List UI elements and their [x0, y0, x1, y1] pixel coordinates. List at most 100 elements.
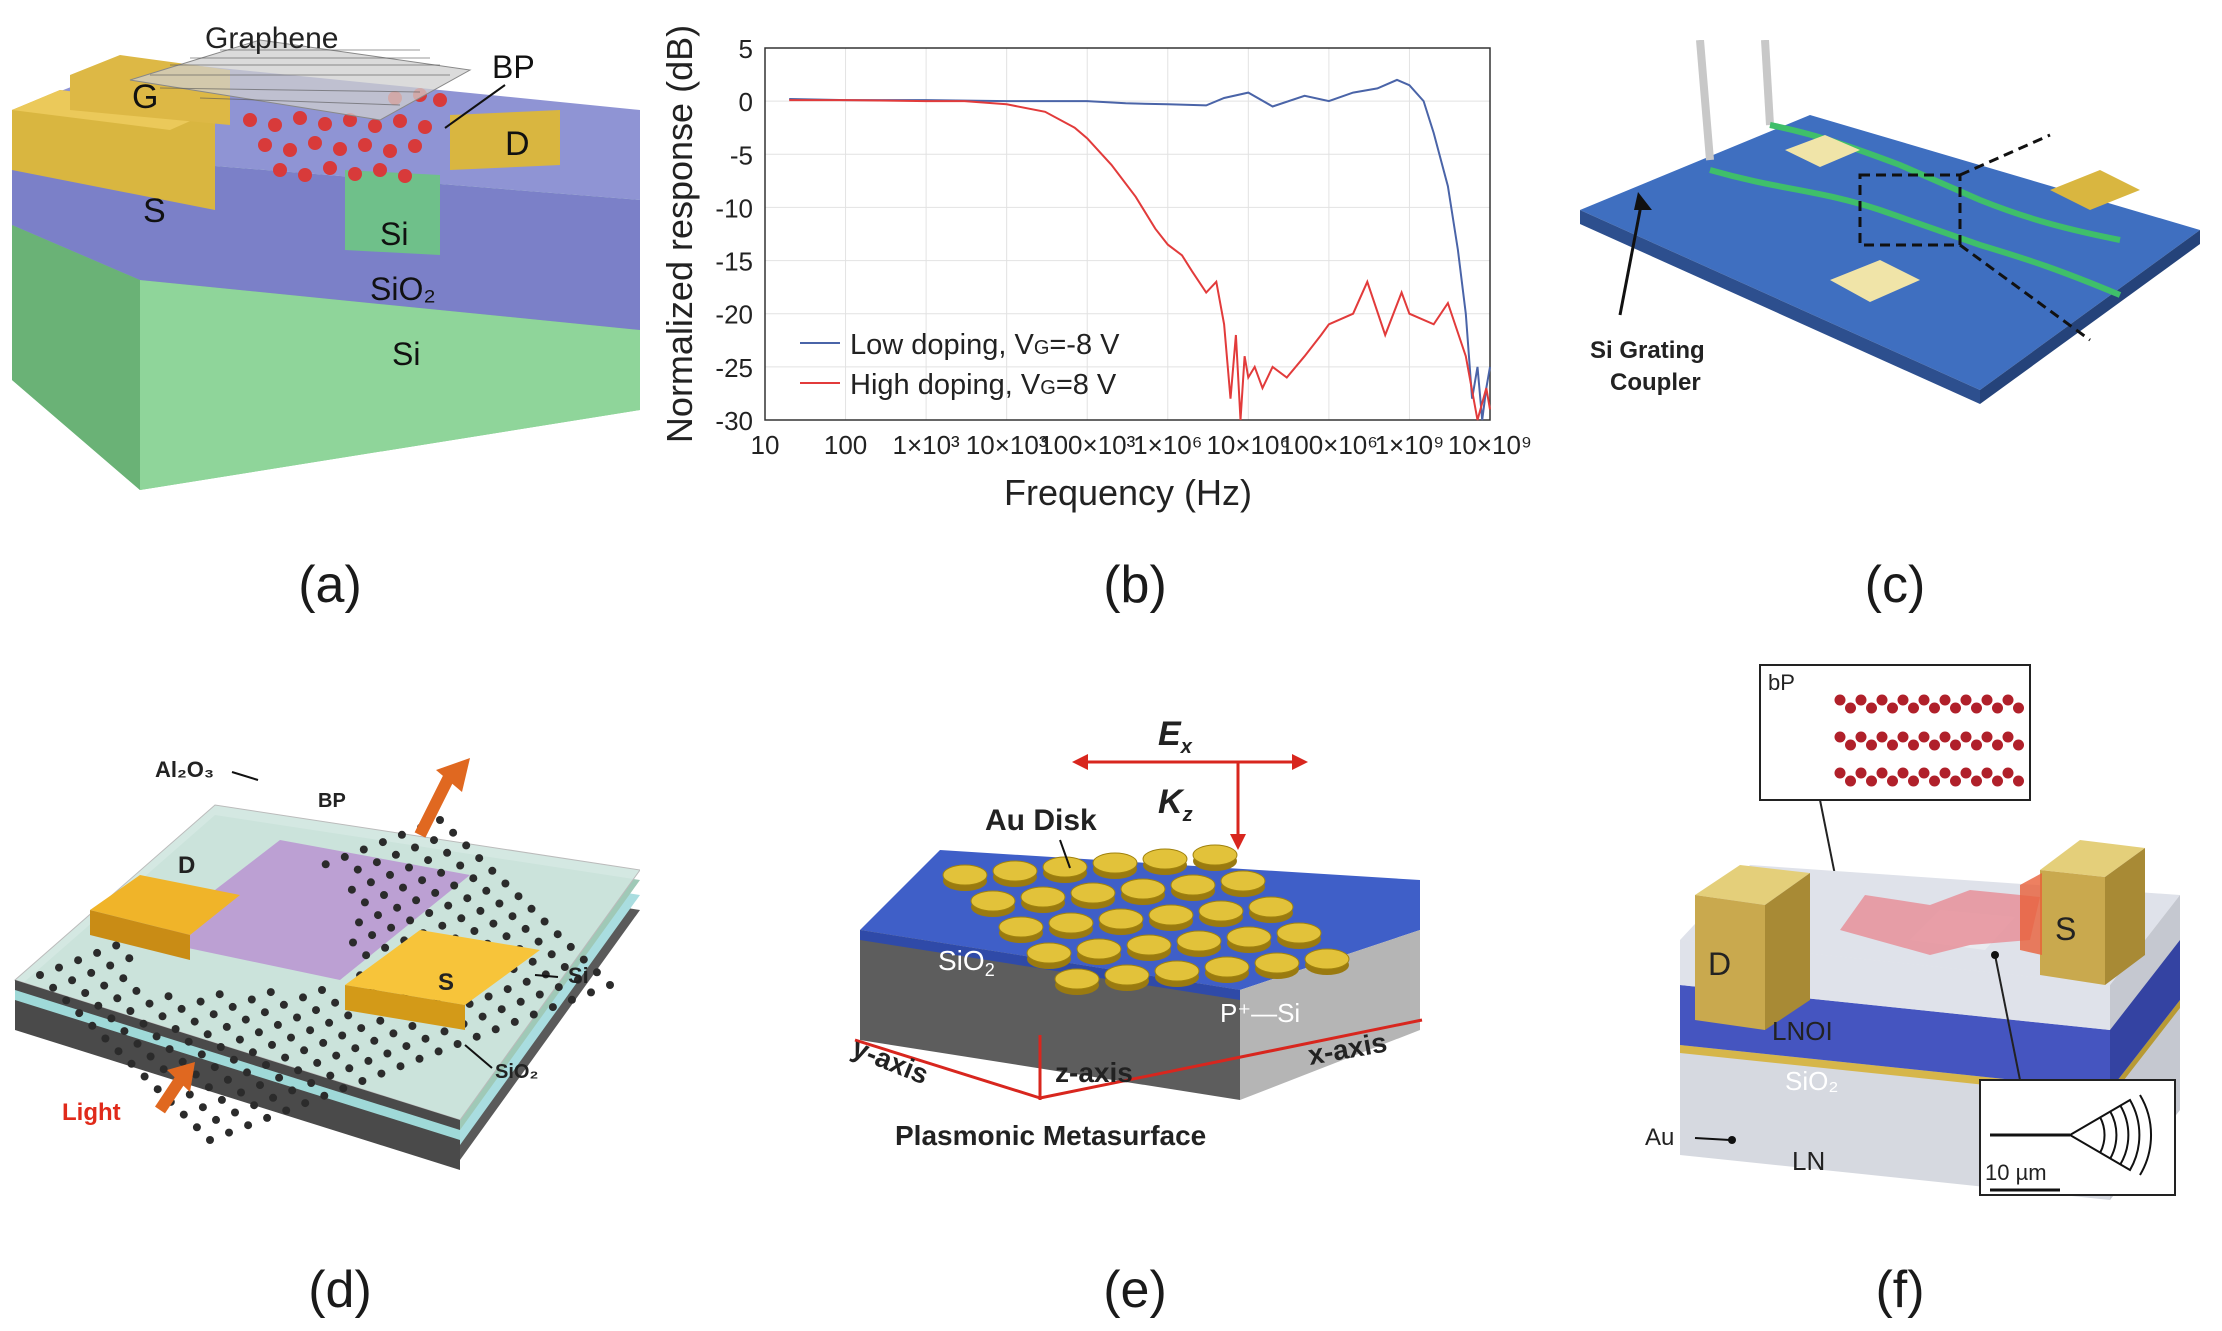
x-tick-label: 1×10⁶ [1133, 430, 1202, 460]
pc-hole [357, 1024, 366, 1033]
pc-hole [425, 909, 434, 917]
pc-hole [378, 838, 387, 847]
pad-3 [2050, 170, 2140, 210]
bp-atom [1918, 731, 1930, 743]
pad-1 [1785, 135, 1860, 167]
pc-hole [132, 986, 141, 995]
bp-atom [1960, 731, 1972, 743]
y-axis-label: Normalized response (dB) [659, 25, 700, 443]
y-tick-label: -10 [715, 193, 753, 223]
drain-pad [90, 875, 240, 935]
bp-atom [1876, 731, 1888, 743]
pc-hole [237, 1088, 245, 1097]
au-disk [992, 860, 1038, 882]
pc-hole [217, 1095, 226, 1104]
pc-hole [396, 1062, 405, 1071]
bp-atom [1939, 767, 1951, 779]
panel-f: bP D S LNOI SiO₂ Au LN [1640, 655, 2222, 1215]
pc-hole [579, 955, 588, 964]
pc-hole [472, 1032, 481, 1041]
pc-hole [383, 1049, 392, 1058]
bp-atom [2002, 731, 2014, 743]
bp-atom [1834, 767, 1846, 779]
au-disk [1054, 968, 1100, 990]
pc-hole [529, 1010, 538, 1019]
y-tick-label: -15 [715, 247, 753, 277]
waveguide [1709, 167, 2122, 298]
pc-hole [503, 985, 512, 994]
y-tick-label: 5 [739, 34, 753, 64]
pc-hole [164, 992, 173, 1001]
pc-hole [275, 1073, 284, 1082]
pc-hole [528, 957, 537, 966]
pc-hole [482, 886, 491, 895]
pc-hole [592, 968, 601, 977]
bp-atom [1845, 739, 1856, 751]
pc-hole [204, 1083, 213, 1092]
bp-atom [1929, 702, 1940, 714]
au-disk [1076, 938, 1122, 960]
probe-right [1761, 40, 1774, 126]
pc-hole [405, 863, 413, 872]
y-tick-label: -25 [715, 353, 753, 383]
pc-hole [88, 1021, 97, 1030]
pc-hole [573, 975, 582, 984]
photonic-crystal-holes [36, 816, 614, 1144]
pc-hole [431, 888, 440, 897]
pc-hole [196, 997, 205, 1006]
pc-hole [402, 1042, 411, 1051]
bp-chains [1834, 694, 2024, 787]
pc-hole [449, 828, 458, 837]
caption-e: (e) [1103, 1261, 1167, 1319]
panel-a-figure: Graphene BP G D S Si SiO₂ Si [12, 22, 640, 490]
pc-hole [171, 1025, 180, 1033]
pc-hole [313, 1058, 322, 1067]
pc-hole [127, 1059, 136, 1068]
au-disk [1276, 922, 1322, 944]
au-disk [1148, 904, 1194, 926]
pc-hole [133, 1039, 142, 1048]
pc-hole [456, 861, 465, 870]
au-label: Au [1645, 1124, 1674, 1151]
au-disk [1192, 844, 1238, 866]
pc-hole [177, 1004, 186, 1013]
pc-hole [68, 976, 77, 985]
au-disk [1126, 934, 1172, 956]
pc-hole [282, 1106, 291, 1115]
pc-hole [488, 866, 497, 875]
au-disk [1142, 848, 1188, 870]
pc-hole [339, 1084, 348, 1093]
pc-hole [453, 1040, 462, 1048]
pc-hole [362, 951, 371, 960]
bp-atom [1908, 702, 1919, 714]
pc-hole [606, 981, 614, 989]
pc-hole [153, 1085, 162, 1094]
source-label: S [438, 969, 454, 996]
pc-hole [243, 1068, 251, 1077]
bp-atom [1992, 775, 2003, 787]
au-disk [1026, 942, 1072, 964]
pc-hole [107, 1014, 116, 1023]
pc-hole [421, 1034, 430, 1043]
al2o3-label: Al₂O₃ [155, 757, 214, 782]
pc-hole [256, 1081, 264, 1090]
pc-hole [444, 901, 453, 910]
pc-hole [184, 1037, 193, 1046]
bp-atom [1887, 775, 1898, 787]
si-front [860, 930, 1240, 1100]
input-arrow [155, 1076, 185, 1114]
panel-d-figure: Al₂O₃ BP D S Si SiO₂ Light [14, 757, 640, 1170]
x-tick-label: 1×10³ [892, 430, 960, 460]
source-label: S [2055, 911, 2076, 947]
caption-a: (a) [298, 556, 362, 614]
series-line-high-doping [789, 99, 1491, 421]
pc-hole [113, 994, 122, 1003]
pc-hole [112, 941, 121, 950]
legend-high-label: High doping, VG=8 V [850, 369, 1117, 401]
pc-hole [179, 1110, 188, 1119]
bp-atom [1876, 694, 1888, 706]
pc-hole [140, 1072, 149, 1081]
bp-label: BP [492, 49, 535, 85]
bp-atom [2002, 694, 2014, 706]
